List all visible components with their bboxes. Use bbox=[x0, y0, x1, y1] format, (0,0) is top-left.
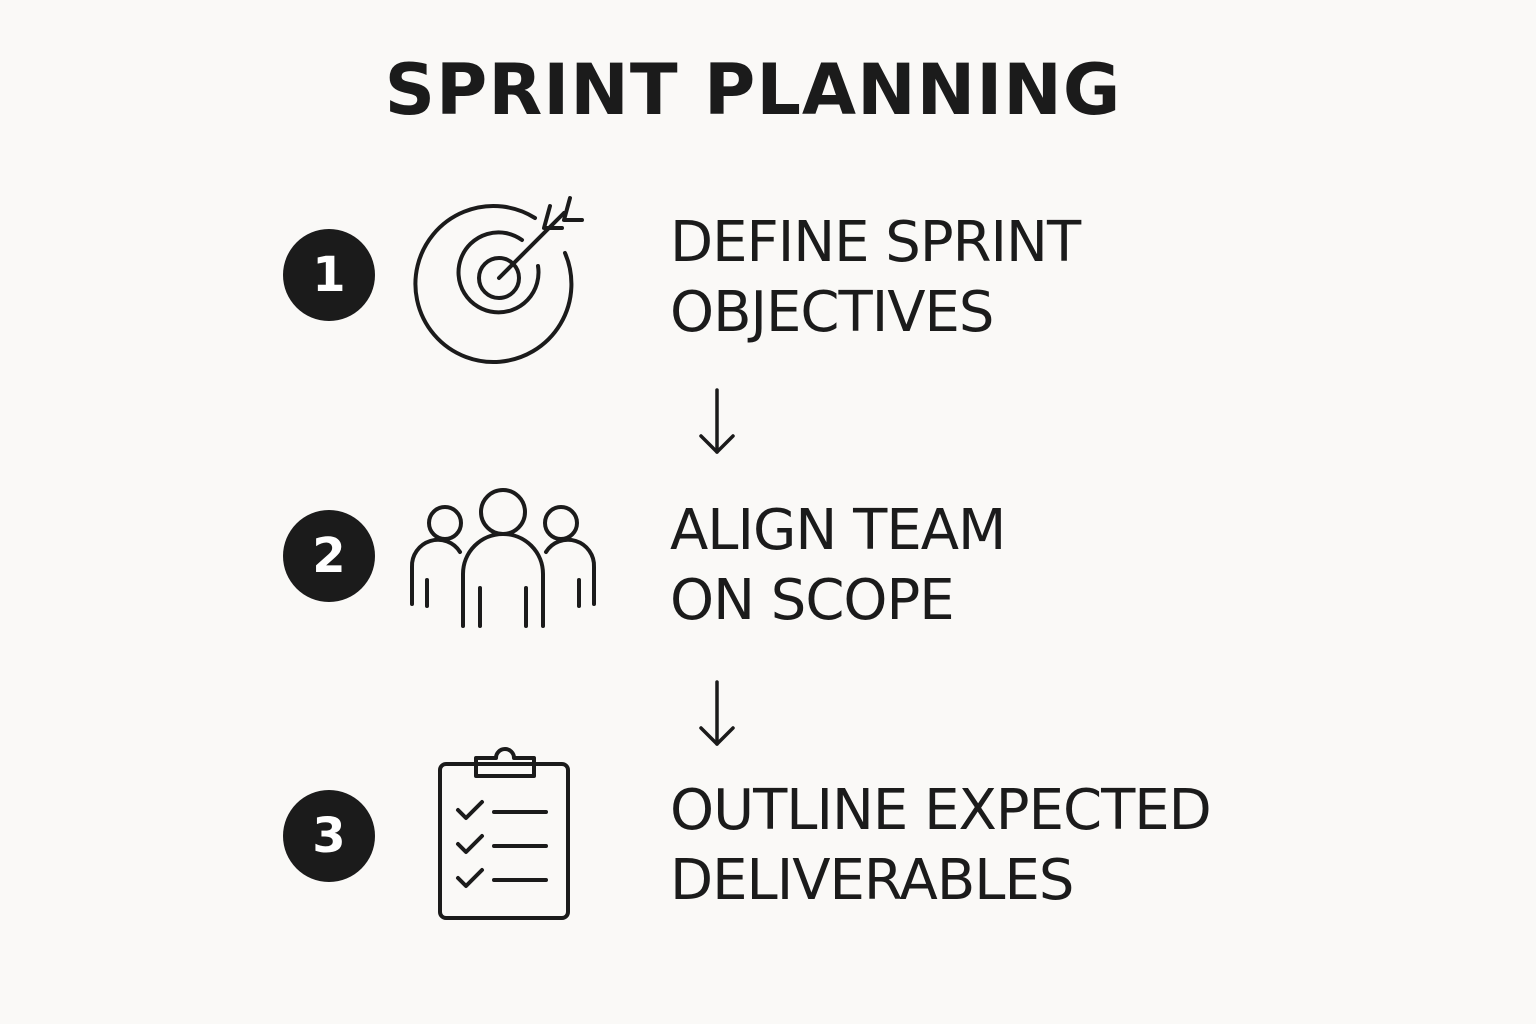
down-arrow-icon bbox=[697, 388, 737, 462]
clipboard-checklist-icon bbox=[432, 746, 577, 926]
step-2-label-line2: ON SCOPE bbox=[670, 568, 955, 633]
page-title: SPRINT PLANNING bbox=[384, 49, 1122, 131]
step-1-label: DEFINE SPRINT OBJECTIVES bbox=[670, 208, 1081, 348]
step-3-label: OUTLINE EXPECTED DELIVERABLES bbox=[670, 776, 1212, 916]
down-arrow-icon bbox=[697, 680, 737, 754]
team-icon bbox=[405, 484, 600, 634]
step-2-number-badge: 2 bbox=[283, 510, 375, 602]
target-arrow-icon bbox=[412, 188, 592, 368]
step-1-number-badge: 1 bbox=[283, 229, 375, 321]
step-1-label-line1: DEFINE SPRINT bbox=[670, 210, 1081, 275]
step-3-label-line1: OUTLINE EXPECTED bbox=[670, 778, 1212, 843]
step-2-label-line1: ALIGN TEAM bbox=[670, 498, 1006, 563]
step-1-label-line2: OBJECTIVES bbox=[670, 280, 994, 345]
step-2-label: ALIGN TEAM ON SCOPE bbox=[670, 496, 1006, 636]
step-3-label-line2: DELIVERABLES bbox=[670, 848, 1074, 913]
step-3-number-badge: 3 bbox=[283, 790, 375, 882]
